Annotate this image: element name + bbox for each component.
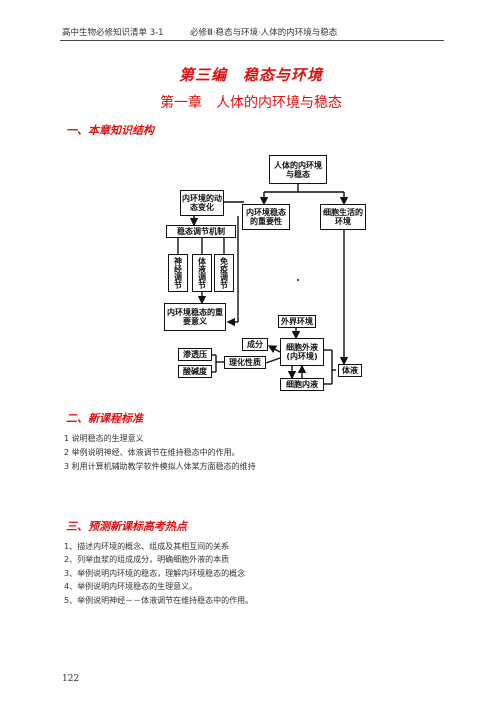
list-item: 2 举例说明神经、体液调节在维持稳态中的作用。	[64, 448, 240, 457]
node-ecf: 细胞外液(内环境)	[280, 338, 324, 366]
node-nerve: 神经调节	[168, 254, 188, 292]
section-heading-structure: 一、本章知识结构	[66, 124, 154, 137]
part-title: 第三编 稳态与环境	[178, 66, 323, 84]
header-chapter-path: 必修Ⅲ·稳态与环境·人体的内环境与稳态	[190, 28, 338, 38]
list-item: 1 说明稳态的生理意义	[64, 434, 144, 443]
hotspots-list: 1、描述内环境的概念、组成及其相互间的关系 2、列举血浆的组成成分，明确细胞外液…	[64, 540, 253, 607]
standards-list: 1 说明稳态的生理意义 2 举例说明神经、体液调节在维持稳态中的作用。 3 利用…	[64, 432, 256, 474]
node-osmotic: 渗透压	[178, 348, 212, 361]
list-item: 5、举例说明神经－－体液调节在维持稳态中的作用。	[64, 595, 254, 605]
diagram-connectors	[177, 184, 349, 385]
section-heading-hotspots: 三、预测新课标高考热点	[66, 520, 187, 533]
list-item: 3、举例说明内环境的稳态，理解内环境稳态的概念	[64, 568, 246, 578]
list-item: 1、描述内环境的概念、组成及其相互间的关系	[64, 542, 230, 551]
node-physchem: 理化性质	[224, 356, 266, 369]
section-heading-standards: 二、新课程标准	[66, 412, 143, 425]
node-important-change: 内环境稳态的重要性	[242, 204, 290, 230]
knowledge-structure-diagram: 人体的内环境与稳态 内环境稳态的重要性 细胞生活的环境 内环境的动态变化 稳态调…	[156, 152, 366, 404]
list-item: 2、列举血浆的组成成分，明确细胞外液的本质	[64, 555, 230, 565]
node-body-fluid: 体液	[338, 364, 362, 377]
node-external: 外界环境	[278, 315, 316, 328]
list-item: 4、举例说明内环境稳态的生理意义。	[64, 582, 198, 592]
page-number: 122	[62, 674, 80, 684]
node-components: 成分	[242, 338, 268, 351]
node-ph: 酸碱度	[178, 365, 212, 378]
node-humoral: 体液调节	[192, 254, 212, 292]
node-significance: 内环境稳态的重要意义	[164, 303, 226, 331]
node-immune: 免疫调节	[214, 254, 234, 292]
node-icf: 细胞内液	[280, 378, 324, 391]
node-cell-environment: 细胞生活的环境	[320, 204, 366, 230]
chapter-title: 第一章 人体的内环境与稳态	[160, 95, 342, 111]
node-regulation: 稳态调节机制	[166, 225, 236, 238]
node-top: 人体的内环境与稳态	[269, 155, 327, 184]
list-item: 3 利用计算机辅助教学软件模拟人体某方面稳态的维持	[64, 462, 256, 471]
header-rule	[60, 40, 444, 41]
header-book-title: 高中生物必修知识清单 3-1	[62, 28, 164, 38]
node-dynamic-change: 内环境的动态变化	[180, 190, 224, 216]
